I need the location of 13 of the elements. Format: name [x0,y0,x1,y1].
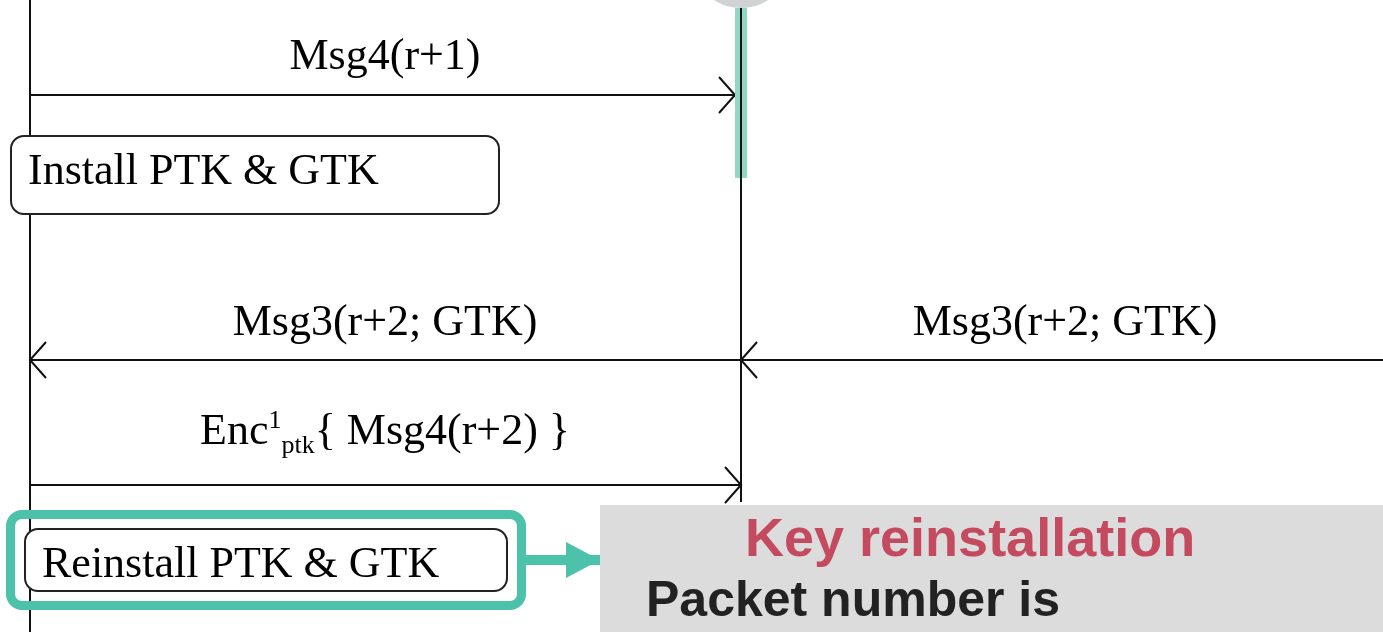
message-arrow [29,341,742,379]
message-arrow [29,76,736,114]
action-box: Reinstall PTK & GTK [24,528,508,592]
pointer-arrow [526,542,600,578]
message-arrow [740,341,1383,379]
callout-text: Packet number is [646,570,1061,629]
action-box: Install PTK & GTK [10,135,500,215]
callout-heading: Key reinstallation [745,507,1196,567]
lifeline [740,178,742,502]
callout-panel [600,505,1383,632]
message-arrow [29,466,742,504]
activation-bar [735,8,747,178]
highlight-frame [6,510,526,610]
